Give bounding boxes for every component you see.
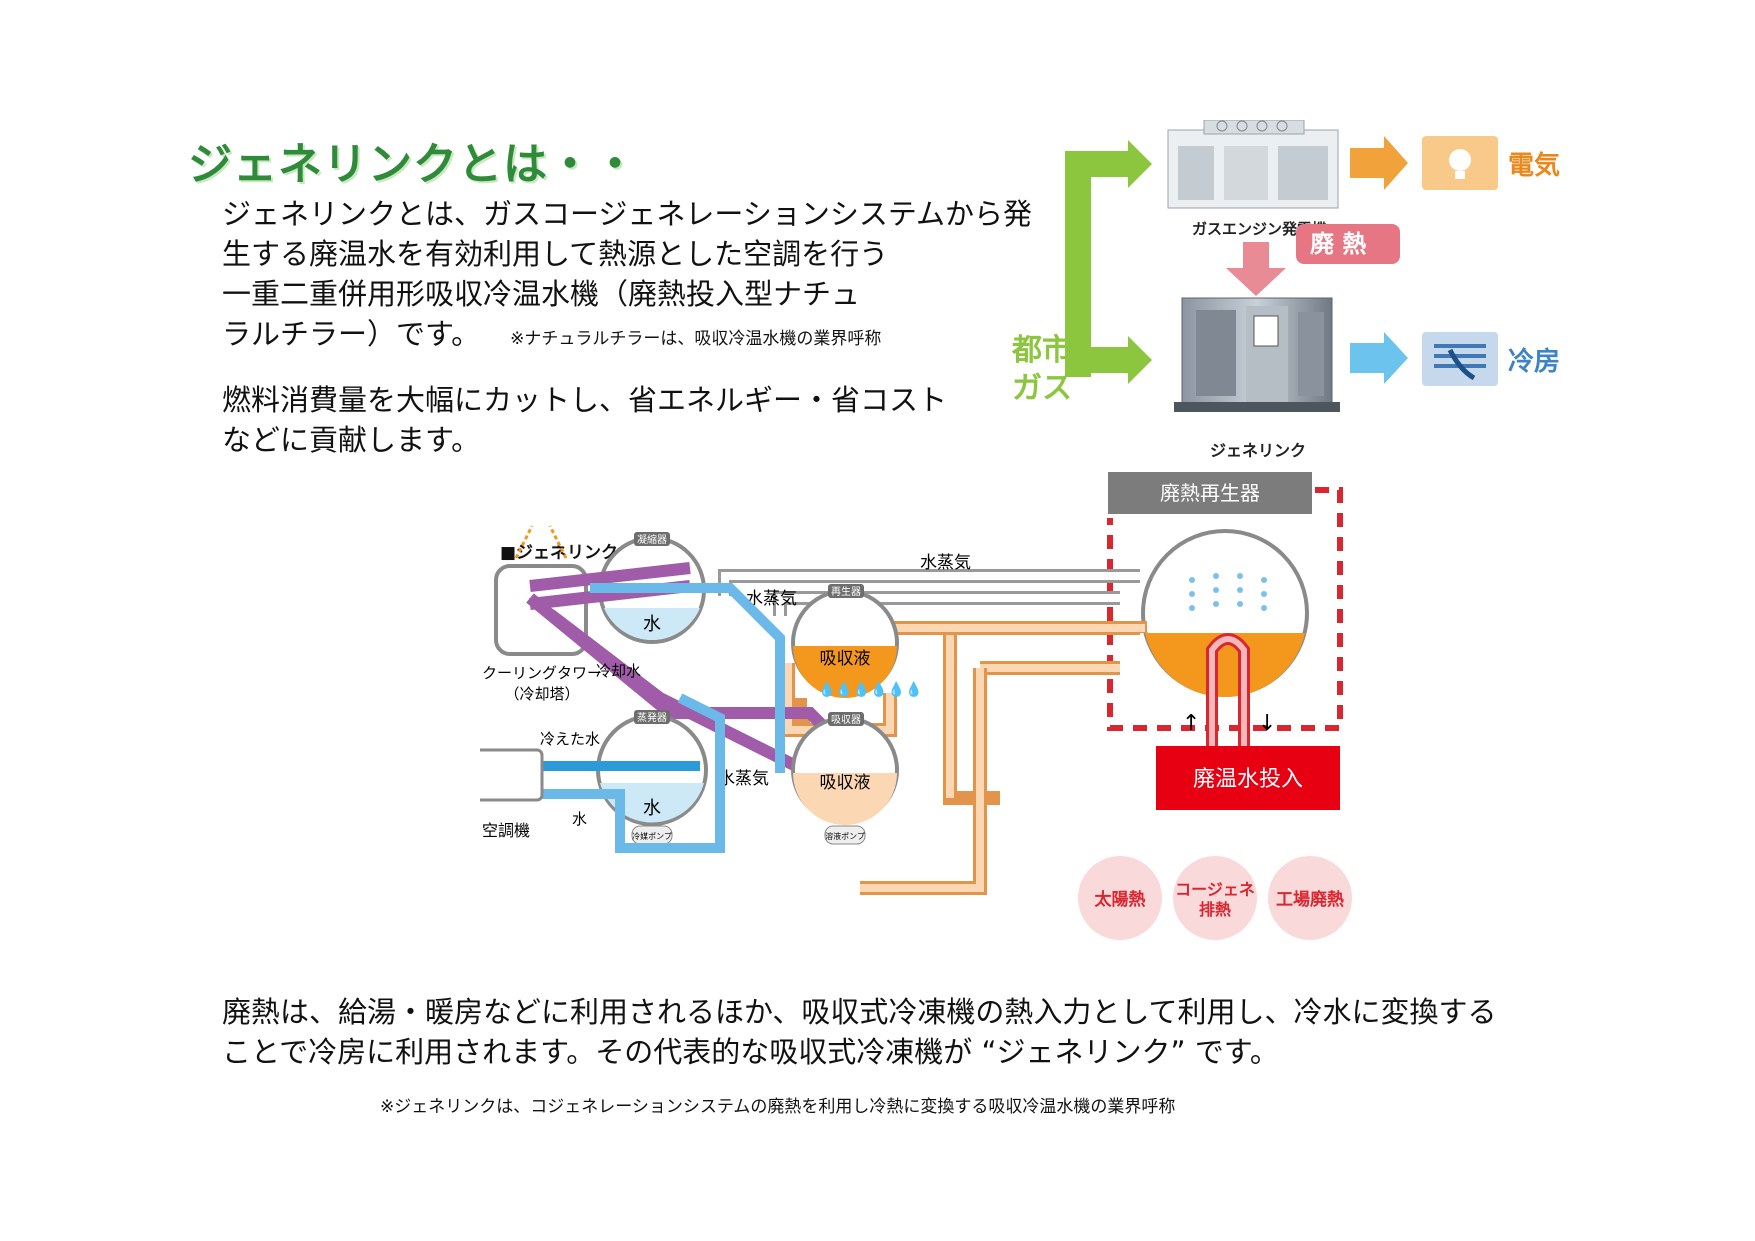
- absorbent-label: 吸収液: [820, 773, 871, 793]
- mechanism-diagram: 廃熱再生器 ↑ ↓ 廃温水投入 太陽熱 コージェネ 排熱 工場廃熱 ■ジェネリン…: [480, 472, 1352, 940]
- intro-note: ※ナチュラルチラーは、吸収冷温水機の業界呼称: [510, 329, 882, 349]
- intro-line-end: ラルチラー）です。: [222, 317, 481, 351]
- city-gas-label: 都市: [1011, 333, 1072, 368]
- water-label: 水: [643, 798, 661, 819]
- steam-label: 水蒸気: [718, 769, 769, 789]
- bottom-line: 廃熱は、給湯・暖房などに利用されるほか、吸収式冷凍機の熱入力として利用し、冷水に…: [222, 995, 1497, 1029]
- source-solar: 太陽熱: [1095, 889, 1146, 910]
- city-gas-arrow: [1065, 140, 1152, 384]
- absorber-tag: 吸収器: [831, 714, 861, 726]
- intro-line: ラルチラー）です。 ※ナチュラルチラーは、吸収冷温水機の業界呼称: [222, 314, 962, 359]
- generator-label: ガスエンジン発電機: [1192, 220, 1327, 238]
- cooling-icon: [1422, 332, 1498, 386]
- regenerator-box-label: 廃熱再生器: [1160, 481, 1260, 505]
- cooling-tower-label: クーリングタワー: [482, 664, 602, 682]
- waste-heat-badge: [1296, 224, 1400, 264]
- source-cogen: 排熱: [1199, 900, 1231, 919]
- waste-heat-arrow: [1226, 268, 1286, 296]
- evaporator-tag: 蒸発器: [637, 711, 667, 724]
- ac-unit: [480, 748, 544, 802]
- intro-benefit: 燃料消費量を大幅にカットし、省エネルギー・省コスト などに貢献します。: [222, 380, 947, 460]
- cooling-label: 冷房: [1508, 346, 1560, 377]
- genelink-label: ジェネリンク: [1210, 441, 1306, 460]
- up-arrow: ↑: [1182, 711, 1200, 736]
- bottom-line: ことで冷房に利用されます。その代表的な吸収式冷凍機が “ジェネリンク” です。: [222, 1035, 1279, 1069]
- cooling-arrow: [1384, 332, 1408, 384]
- energy-flow-diagram: 都市 ガス ガスエンジン発電機 電気 廃 熱 ジェネリンク 冷房: [1011, 120, 1560, 460]
- flame-icon: 💧💧💧💧💧💧: [818, 681, 923, 698]
- footnote: ※ジェネリンクは、コジェネレーションシステムの廃熱を利用し冷熱に変換する吸収冷温…: [380, 1097, 1176, 1117]
- solution-pump-label: 溶液ポンプ: [825, 831, 865, 841]
- intro-line: ジェネリンクとは、ガスコージェネレーションシステムから発: [222, 197, 1032, 231]
- chilled-water-label: 冷えた水: [540, 730, 600, 748]
- source-factory: 工場廃熱: [1276, 889, 1344, 910]
- cooling-tower-label: （冷却塔）: [504, 685, 579, 703]
- city-gas-label: ガス: [1012, 371, 1072, 406]
- gas-engine-generator-image: [1167, 120, 1339, 209]
- benefit-line: などに貢献します。: [222, 423, 481, 457]
- hot-water-input-label: 廃温水投入: [1193, 767, 1303, 792]
- source-cogen: コージェネ: [1175, 880, 1255, 899]
- regenerator-tag: 再生器: [831, 585, 861, 598]
- electricity-arrow: [1384, 136, 1408, 190]
- ac-unit-label: 空調機: [482, 821, 530, 840]
- water-flow-label: 水: [572, 810, 587, 828]
- absorbent-label: 吸収液: [820, 649, 871, 669]
- condenser-tag: 凝縮器: [637, 533, 667, 546]
- intro-line: 生する廃温水を有効利用して熱源とした空調を行う: [222, 237, 889, 271]
- bottom-text: 廃熱は、給湯・暖房などに利用されるほか、吸収式冷凍機の熱入力として利用し、冷水に…: [222, 992, 1497, 1072]
- steam-label: 水蒸気: [920, 553, 971, 573]
- steam-label: 水蒸気: [746, 589, 797, 609]
- refrigerant-pump-label: 冷媒ポンプ: [632, 831, 672, 841]
- page-title: ジェネリンクとは・・: [188, 139, 638, 190]
- hot-water-input-box: [1156, 746, 1340, 810]
- electricity-label: 電気: [1508, 150, 1560, 181]
- waste-heat-regenerator-frame: [1107, 487, 1343, 731]
- benefit-line: 燃料消費量を大幅にカットし、省エネルギー・省コスト: [222, 383, 948, 417]
- water-label: 水: [643, 614, 661, 635]
- intro-text: ジェネリンクとは、ガスコージェネレーションシステムから発 生する廃温水を有効利用…: [222, 194, 1032, 359]
- intro-line: 一重二重併用形吸収冷温水機（廃熱投入型ナチュ: [222, 277, 861, 311]
- cooling-water-label: 冷却水: [596, 662, 641, 680]
- down-arrow: ↓: [1258, 711, 1276, 736]
- regenerator-box: [1108, 472, 1312, 514]
- waste-heat-label: 廃 熱: [1310, 230, 1366, 258]
- genelink-machine-image: [1174, 297, 1340, 412]
